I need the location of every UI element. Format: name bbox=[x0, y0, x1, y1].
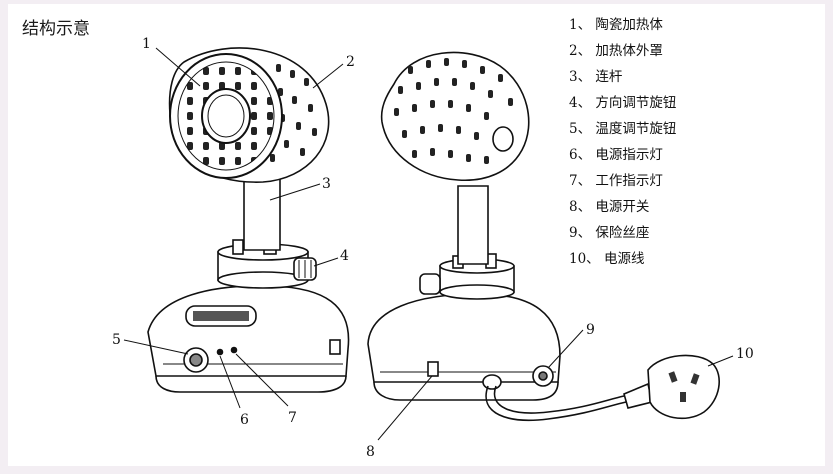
callout-8: 8 bbox=[366, 444, 375, 460]
legend-item: 3、 连杆 bbox=[569, 64, 676, 90]
legend-item-label: 加热体外罩 bbox=[595, 43, 663, 59]
legend-item-number: 7、 bbox=[569, 173, 592, 189]
legend-item: 4、 方向调节旋钮 bbox=[569, 90, 676, 116]
connecting-rod-back bbox=[457, 185, 489, 265]
callout-2: 2 bbox=[346, 54, 355, 70]
legend-item-label: 连杆 bbox=[595, 69, 623, 85]
callout-leaders bbox=[123, 47, 734, 441]
legend-item-number: 2、 bbox=[569, 43, 592, 59]
legend-item-label: 温度调节旋钮 bbox=[595, 121, 677, 137]
page-title: 结构示意 bbox=[22, 19, 90, 39]
power-switch bbox=[427, 361, 439, 377]
power-plug bbox=[647, 354, 721, 420]
callout-4: 4 bbox=[340, 248, 349, 264]
power-indicator-light bbox=[216, 348, 224, 356]
legend-item-label: 电源开关 bbox=[595, 199, 650, 215]
legend-item-label: 方向调节旋钮 bbox=[595, 95, 677, 111]
front-heater bbox=[147, 47, 350, 393]
heater-structure-diagram: 1 2 3 4 5 6 7 8 9 10 bbox=[112, 36, 754, 460]
callout-labels: 1 2 3 4 5 6 7 8 9 10 bbox=[112, 36, 754, 460]
legend-item-number: 5、 bbox=[569, 121, 592, 137]
legend-item: 10、 电源线 bbox=[569, 246, 676, 272]
legend-item-number: 10、 bbox=[569, 251, 600, 267]
callout-10: 10 bbox=[736, 346, 754, 362]
legend-item: 5、 温度调节旋钮 bbox=[569, 116, 676, 142]
work-indicator-light bbox=[230, 346, 238, 354]
legend-item-label: 电源指示灯 bbox=[595, 147, 663, 163]
legend-item-label: 工作指示灯 bbox=[595, 173, 663, 189]
legend-item-number: 9、 bbox=[569, 225, 592, 241]
legend-item-number: 8、 bbox=[569, 199, 592, 215]
legend-item: 8、 电源开关 bbox=[569, 194, 676, 220]
callout-6: 6 bbox=[240, 412, 249, 428]
front-base bbox=[147, 284, 350, 377]
connecting-rod-front bbox=[243, 175, 281, 251]
callout-3: 3 bbox=[322, 176, 331, 192]
callout-9: 9 bbox=[586, 322, 595, 338]
legend-item-number: 3、 bbox=[569, 69, 592, 85]
legend-item-label: 电源线 bbox=[603, 251, 645, 267]
back-base bbox=[367, 293, 561, 383]
legend-item: 6、 电源指示灯 bbox=[569, 142, 676, 168]
power-cord bbox=[485, 354, 721, 422]
legend-item: 7、 工作指示灯 bbox=[569, 168, 676, 194]
callout-7: 7 bbox=[288, 410, 297, 426]
legend-item-number: 1、 bbox=[569, 17, 592, 33]
legend-item-number: 6、 bbox=[569, 147, 592, 163]
legend-item: 2、 加热体外罩 bbox=[569, 38, 676, 64]
heater-housing-back bbox=[380, 51, 530, 182]
legend-item-label: 保险丝座 bbox=[595, 225, 650, 241]
callout-5: 5 bbox=[112, 332, 121, 348]
legend-item: 9、 保险丝座 bbox=[569, 220, 676, 246]
legend-item: 1、 陶瓷加热体 bbox=[569, 12, 676, 38]
diagram-canvas: 结构示意 bbox=[8, 4, 825, 466]
legend-item-label: 陶瓷加热体 bbox=[595, 17, 663, 33]
callout-1: 1 bbox=[142, 36, 151, 52]
back-heater bbox=[367, 51, 561, 401]
direction-knob-back bbox=[419, 273, 441, 295]
legend-item-number: 4、 bbox=[569, 95, 592, 111]
